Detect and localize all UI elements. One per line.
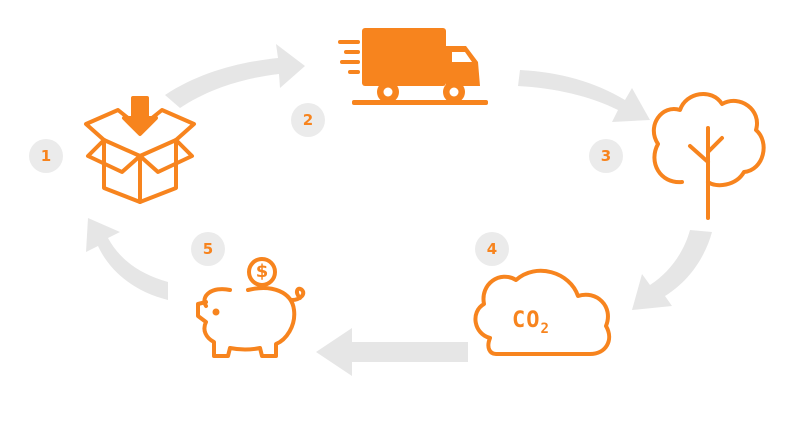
co2-subscript: 2 xyxy=(540,321,550,337)
piggy-bank-icon xyxy=(196,257,306,358)
arrow-2-to-3 xyxy=(518,70,650,122)
step-badge-1: 1 xyxy=(29,139,63,173)
arrow-5-to-1 xyxy=(86,218,168,300)
arrow-1-to-2 xyxy=(165,44,305,108)
tree-icon xyxy=(651,91,766,220)
dollar-sign-icon: $ xyxy=(255,261,269,282)
co2-label: CO2 xyxy=(512,308,550,337)
co2-cloud-icon xyxy=(473,268,612,356)
step-badge-3: 3 xyxy=(589,139,623,173)
step-badge-4: 4 xyxy=(475,232,509,266)
delivery-truck-icon xyxy=(338,28,488,105)
step-badge-2: 2 xyxy=(291,103,325,137)
arrow-3-to-4 xyxy=(632,230,712,310)
co2-main: CO xyxy=(512,308,541,333)
package-receive-icon xyxy=(84,96,196,204)
step-badge-5: 5 xyxy=(191,232,225,266)
arrow-4-to-5 xyxy=(316,328,468,376)
